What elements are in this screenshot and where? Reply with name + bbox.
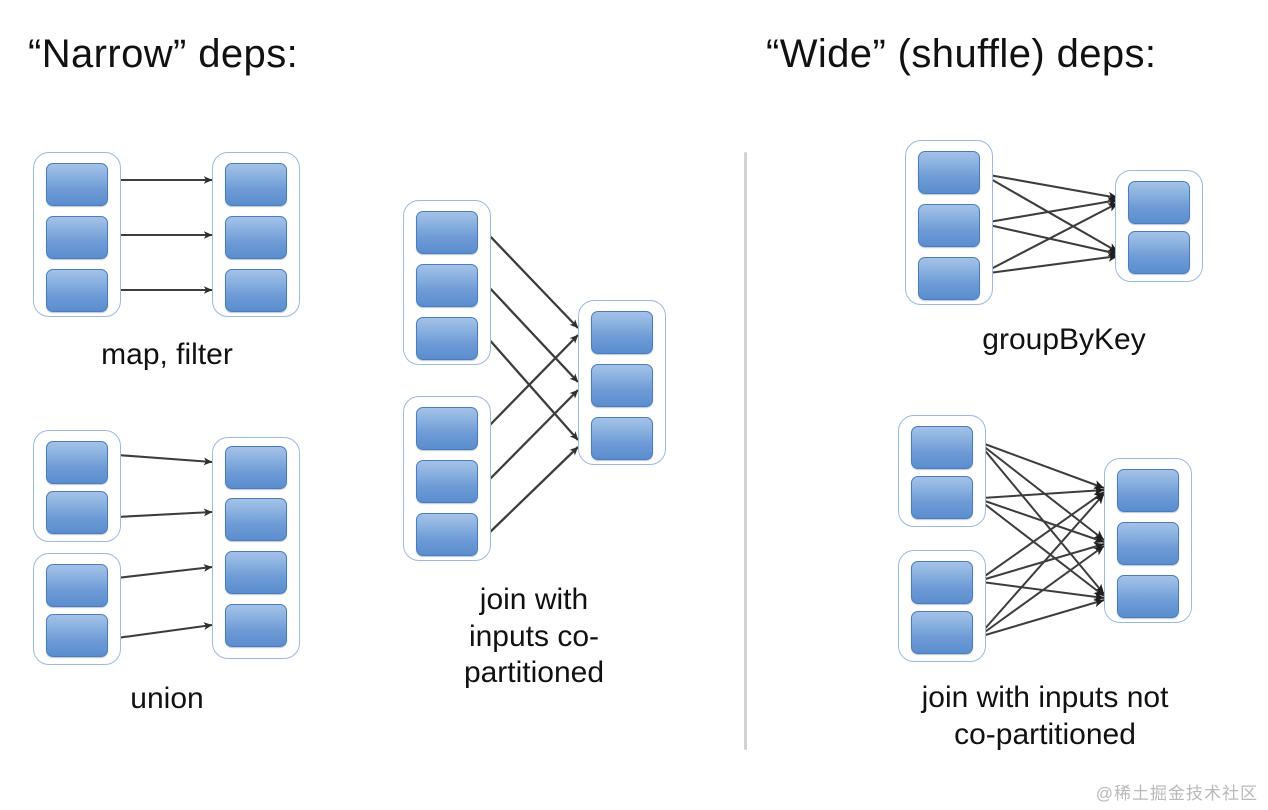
union-target-group (212, 437, 300, 659)
partition-block (1117, 469, 1179, 512)
partition-block (918, 204, 980, 247)
heading-wide-deps: “Wide” (shuffle) deps: (766, 32, 1157, 76)
caption-union: union (130, 682, 204, 715)
edges-join-not-co-partitioned (981, 442, 1105, 637)
partition-block (225, 446, 287, 489)
edges-union (116, 453, 213, 640)
join-notco-target-group (1104, 458, 1192, 623)
partition-block (591, 311, 653, 354)
partition-block (225, 216, 287, 259)
partition-block (416, 460, 478, 503)
caption-map-filter: map, filter (101, 338, 233, 371)
union-source-group-2 (33, 553, 121, 665)
partition-block (46, 269, 108, 312)
partition-block (46, 441, 108, 484)
partition-block (225, 498, 287, 541)
partition-block (46, 614, 108, 657)
partition-block (416, 211, 478, 254)
partition-block (1128, 231, 1190, 274)
partition-block (918, 257, 980, 300)
partition-block (416, 513, 478, 556)
partition-block (1117, 575, 1179, 618)
edges-map-filter (117, 176, 213, 294)
partition-block (1117, 522, 1179, 565)
partition-block (46, 216, 108, 259)
partition-block (911, 561, 973, 604)
partition-block (225, 269, 287, 312)
group-by-key-source-group (905, 140, 993, 305)
caption-group-by-key: groupByKey (982, 323, 1146, 356)
partition-block (918, 151, 980, 194)
partition-block (911, 476, 973, 519)
join-co-target-group (578, 300, 666, 465)
partition-block (46, 163, 108, 206)
map-filter-target-group (212, 152, 300, 317)
heading-narrow-deps: “Narrow” deps: (28, 32, 299, 76)
section-divider (744, 152, 747, 750)
partition-block (225, 163, 287, 206)
partition-block (46, 564, 108, 607)
join-co-source-group-1 (403, 200, 491, 365)
partition-block (416, 317, 478, 360)
edges-group-by-key (988, 173, 1119, 275)
edges-join-co-partitioned (486, 232, 579, 536)
join-notco-source-group-1 (898, 415, 986, 527)
caption-join-co-partitioned: join with inputs co- partitioned (463, 583, 605, 690)
partition-block (911, 611, 973, 654)
partition-block (46, 491, 108, 534)
partition-block (225, 551, 287, 594)
partition-block (416, 264, 478, 307)
partition-block (911, 426, 973, 469)
partition-block (591, 417, 653, 460)
join-co-source-group-2 (403, 396, 491, 561)
watermark: @稀土掘金技术社区 (1095, 784, 1258, 803)
caption-join-not-co-partitioned: join with inputs not co-partitioned (921, 681, 1169, 751)
partition-block (225, 604, 287, 647)
union-source-group-1 (33, 430, 121, 542)
partition-block (416, 407, 478, 450)
partition-block (591, 364, 653, 407)
partition-block (1128, 181, 1190, 224)
group-by-key-target-group (1115, 170, 1203, 282)
map-filter-source-group (33, 152, 121, 317)
join-notco-source-group-2 (898, 550, 986, 662)
